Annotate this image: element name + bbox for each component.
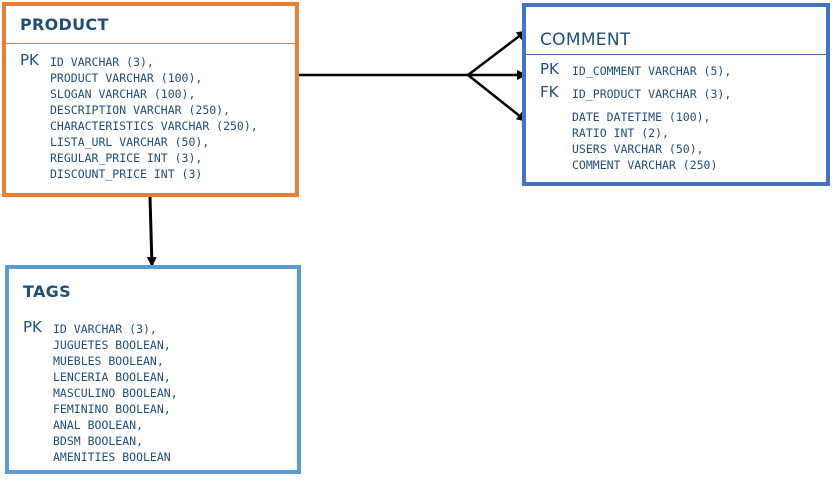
attribute-field: DATE DATETIME (100), (572, 110, 711, 124)
attribute-row: RATIO INT (2), (526, 125, 826, 141)
attribute-row: DATE DATETIME (100), (526, 109, 826, 125)
attribute-row: ANAL BOOLEAN, (9, 417, 297, 433)
attribute-field: ID_COMMENT VARCHAR (5), (572, 64, 732, 78)
product-tags-connector (146, 196, 157, 267)
tags-attributes: PK ID VARCHAR (3), JUGUETES BOOLEAN, MUEBLE… (9, 318, 297, 465)
attribute-field: CHARACTERISTICS VARCHAR (250), (50, 119, 258, 133)
attribute-row: DISCOUNT_PRICE INT (3) (6, 166, 295, 182)
attribute-field: ANAL BOOLEAN, (53, 418, 144, 432)
attribute-row: USERS VARCHAR (50), (526, 141, 826, 157)
attribute-row: BDSM BOOLEAN, (9, 433, 297, 449)
attribute-field: REGULAR_PRICE INT (3), (50, 151, 203, 165)
attribute-field: FEMININO BOOLEAN, (53, 402, 171, 416)
attribute-row: JUGUETES BOOLEAN, (9, 337, 297, 353)
pk-key-label: PK (20, 51, 39, 69)
attribute-row: PRODUCT VARCHAR (100), (6, 70, 295, 86)
attribute-row: AMENITIES BOOLEAN (9, 449, 297, 465)
fk-key-label: FK (540, 83, 559, 101)
attribute-field: COMMENT VARCHAR (250) (572, 158, 718, 172)
attribute-row: DESCRIPTION VARCHAR (250), (6, 102, 295, 118)
attribute-field: JUGUETES BOOLEAN, (53, 338, 171, 352)
tags-entity[interactable]: TAGS PK ID VARCHAR (3), JUGUETES BOOLEAN, M… (5, 265, 301, 474)
attribute-field: LENCERIA BOOLEAN, (53, 370, 171, 384)
comment-entity-title: COMMENT (526, 25, 826, 55)
product-entity-title: PRODUCT (6, 6, 295, 44)
attribute-field: SLOGAN VARCHAR (100), (50, 87, 196, 101)
attribute-field: ID_PRODUCT VARCHAR (3), (572, 87, 732, 101)
attribute-row: FK ID_PRODUCT VARCHAR (3), (526, 83, 826, 109)
attribute-row: FEMININO BOOLEAN, (9, 401, 297, 417)
product-attributes: PK ID VARCHAR (3), PRODUCT VARCHAR (100), S… (6, 51, 295, 182)
attribute-field: ID VARCHAR (3), (53, 322, 157, 336)
tags-entity-title: TAGS (23, 282, 71, 301)
pk-key-label: PK (540, 60, 559, 78)
attribute-field: LISTA_URL VARCHAR (50), (50, 135, 210, 149)
attribute-row: LENCERIA BOOLEAN, (9, 369, 297, 385)
attribute-field: BDSM BOOLEAN, (53, 434, 144, 448)
comment-attributes: PK ID_COMMENT VARCHAR (5), FK ID_PRODUCT VA… (526, 60, 826, 173)
comment-entity[interactable]: COMMENT PK ID_COMMENT VARCHAR (5), FK ID_PR… (522, 3, 830, 186)
attribute-row: CHARACTERISTICS VARCHAR (250), (6, 118, 295, 134)
attribute-field: AMENITIES BOOLEAN (53, 450, 171, 464)
attribute-row: PK ID_COMMENT VARCHAR (5), (526, 60, 826, 86)
product-comment-connector (299, 30, 527, 122)
attribute-field: PRODUCT VARCHAR (100), (50, 71, 203, 85)
attribute-field: DISCOUNT_PRICE INT (3) (50, 167, 203, 181)
attribute-field: MUEBLES BOOLEAN, (53, 354, 164, 368)
attribute-field: USERS VARCHAR (50), (572, 142, 704, 156)
attribute-row: COMMENT VARCHAR (250) (526, 157, 826, 173)
attribute-row: MUEBLES BOOLEAN, (9, 353, 297, 369)
attribute-row: PK ID VARCHAR (3), (9, 318, 297, 337)
attribute-field: MASCULINO BOOLEAN, (53, 386, 178, 400)
product-entity[interactable]: PRODUCT PK ID VARCHAR (3), PRODUCT VARCHAR… (2, 2, 299, 197)
attribute-row: SLOGAN VARCHAR (100), (6, 86, 295, 102)
attribute-row: PK ID VARCHAR (3), (6, 51, 295, 70)
attribute-field: RATIO INT (2), (572, 126, 669, 140)
attribute-row: REGULAR_PRICE INT (3), (6, 150, 295, 166)
attribute-row: MASCULINO BOOLEAN, (9, 385, 297, 401)
attribute-row: LISTA_URL VARCHAR (50), (6, 134, 295, 150)
attribute-field: ID VARCHAR (3), (50, 55, 154, 69)
attribute-field: DESCRIPTION VARCHAR (250), (50, 103, 231, 117)
pk-key-label: PK (23, 318, 42, 336)
